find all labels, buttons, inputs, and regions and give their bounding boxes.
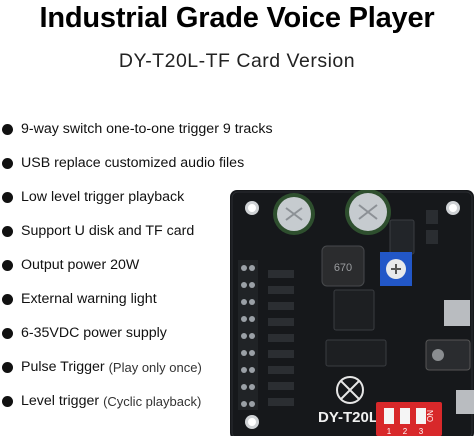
svg-text:1: 1 bbox=[387, 427, 392, 436]
feature-item: Pulse Trigger (Play only once) bbox=[0, 356, 202, 378]
capacitor-icon bbox=[273, 193, 315, 235]
potentiometer-knob bbox=[380, 252, 412, 286]
bullet-icon bbox=[2, 361, 13, 373]
bullet-icon bbox=[2, 395, 13, 407]
feature-text: USB replace customized audio files bbox=[21, 155, 245, 171]
bullet-icon bbox=[2, 123, 13, 135]
svg-text:2: 2 bbox=[403, 427, 408, 436]
inductor: 670 bbox=[321, 245, 365, 287]
usb-port bbox=[456, 390, 474, 414]
bullet-icon bbox=[2, 225, 13, 237]
feature-note: (Cyclic playback) bbox=[103, 393, 202, 409]
mounting-holes bbox=[245, 201, 460, 429]
pin-header-left bbox=[238, 260, 258, 410]
dip-switch: ON 1 2 3 bbox=[376, 402, 442, 436]
feature-text: Low level trigger playback bbox=[21, 189, 185, 205]
pcb-board-image: 670 DY-T20L ON 1 2 3 bbox=[230, 190, 474, 436]
board-model-label: DY-T20L bbox=[318, 409, 378, 426]
audio-jack bbox=[425, 339, 471, 371]
feature-item: External warning light bbox=[0, 288, 157, 310]
bullet-icon bbox=[2, 327, 13, 339]
feature-text: Output power 20W bbox=[21, 257, 140, 273]
bullet-icon bbox=[2, 293, 13, 305]
svg-text:670: 670 bbox=[334, 262, 352, 274]
bullet-icon bbox=[2, 259, 13, 271]
feature-item: USB replace customized audio files bbox=[0, 152, 244, 174]
feature-item: Support U disk and TF card bbox=[0, 220, 194, 242]
feature-text: Support U disk and TF card bbox=[21, 223, 195, 239]
bullet-icon bbox=[2, 157, 13, 169]
feature-text: External warning light bbox=[21, 291, 157, 307]
resistor-array bbox=[268, 270, 294, 406]
svg-text:3: 3 bbox=[419, 427, 424, 436]
feature-item: 9-way switch one-to-one trigger 9 tracks bbox=[0, 118, 273, 140]
page-subtitle: DY-T20L-TF Card Version bbox=[118, 50, 356, 72]
feature-text: 9-way switch one-to-one trigger 9 tracks bbox=[21, 121, 273, 137]
page-title: Industrial Grade Voice Player bbox=[39, 2, 435, 34]
bullet-icon bbox=[2, 191, 13, 203]
feature-item: Output power 20W bbox=[0, 254, 139, 276]
feature-item: 6-35VDC power supply bbox=[0, 322, 167, 344]
feature-note: (Play only once) bbox=[108, 359, 202, 375]
brand-logo-icon bbox=[336, 376, 364, 404]
feature-text: Pulse Trigger bbox=[21, 359, 105, 375]
feature-item: Level trigger (Cyclic playback) bbox=[0, 390, 201, 412]
svg-text:ON: ON bbox=[426, 410, 435, 422]
feature-text: 6-35VDC power supply bbox=[21, 325, 167, 341]
capacitor-icon bbox=[345, 190, 391, 235]
feature-text: Level trigger bbox=[21, 393, 100, 409]
feature-item: Low level trigger playback bbox=[0, 186, 184, 208]
